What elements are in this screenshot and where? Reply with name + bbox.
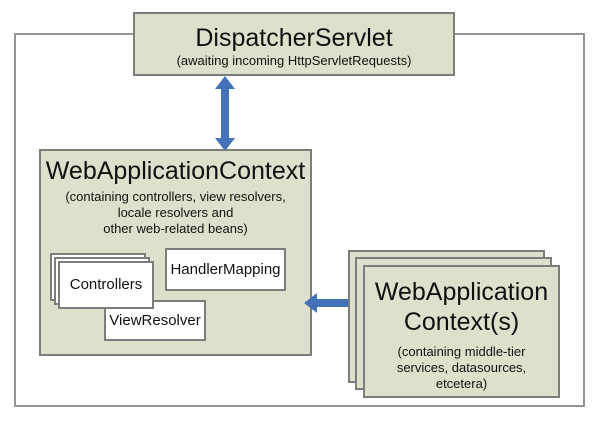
handler-mapping-label: HandlerMapping [170, 260, 281, 278]
dispatcher-to-wac-arrow [209, 76, 241, 151]
root-contexts-subtitle-line-3: etcetera) [435, 376, 488, 391]
web-application-context-subtitle: (containing controllers, view resolvers,… [45, 189, 306, 237]
root-contexts-subtitle: (containing middle-tier services, dataso… [369, 344, 554, 392]
root-contexts-subtitle-line-1: (containing middle-tier [397, 344, 526, 359]
wac-subtitle-line-2: locale resolvers and [117, 205, 234, 220]
root-contexts-node[interactable]: WebApplication Context(s) (containing mi… [363, 265, 560, 398]
wac-subtitle-line-3: other web-related beans) [103, 221, 248, 236]
controllers-node[interactable]: Controllers [58, 261, 154, 309]
web-application-context-title: WebApplicationContext [45, 157, 306, 185]
dispatcher-servlet-node[interactable]: DispatcherServlet (awaiting incoming Htt… [133, 12, 455, 76]
double-arrow-vertical-icon [215, 76, 235, 151]
root-contexts-title-line-1: WebApplication [374, 278, 549, 306]
controllers-label: Controllers [69, 276, 143, 293]
root-contexts-title: WebApplication Context(s) [365, 277, 558, 337]
double-arrow-horizontal-icon [304, 293, 368, 313]
view-resolver-label: ViewResolver [109, 311, 201, 329]
root-contexts-title-line-2: Context(s) [403, 308, 520, 336]
wac-subtitle-line-1: (containing controllers, view resolvers, [65, 189, 286, 204]
dispatcher-servlet-subtitle: (awaiting incoming HttpServletRequests) [176, 52, 412, 68]
dispatcher-servlet-title: DispatcherServlet [195, 23, 393, 52]
root-contexts-subtitle-line-2: services, datasources, [396, 360, 527, 375]
wac-to-root-arrow [304, 287, 368, 319]
handler-mapping-node[interactable]: HandlerMapping [165, 248, 286, 291]
